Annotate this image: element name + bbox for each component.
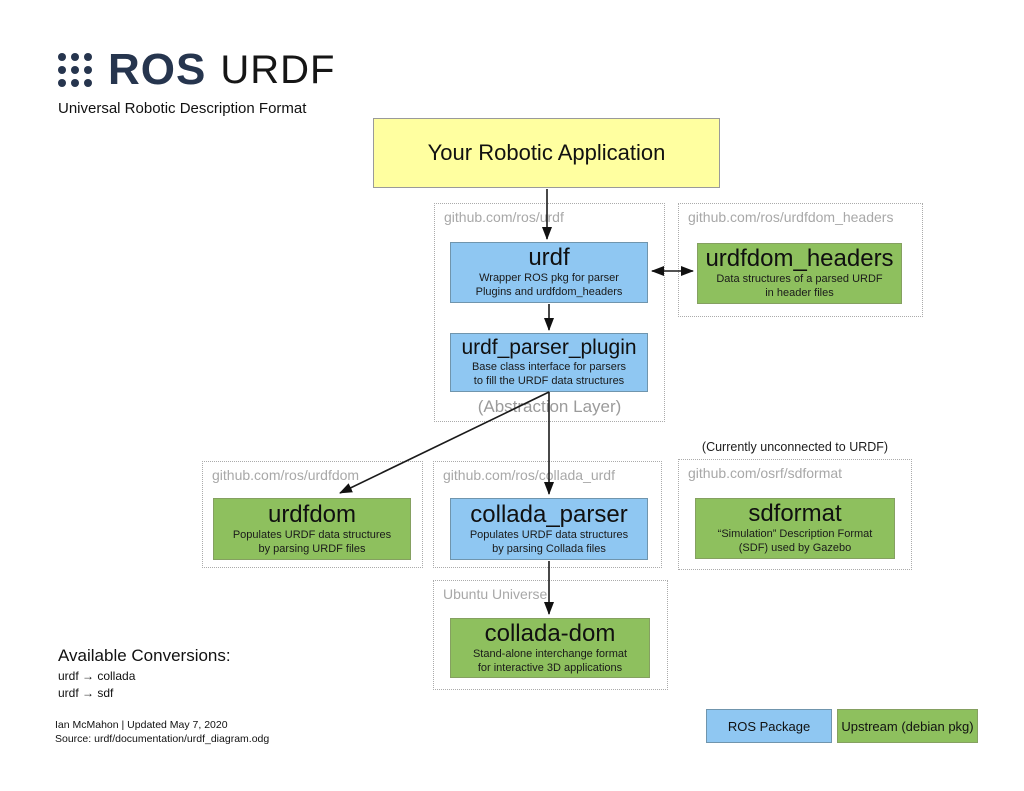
package-collada-parser: collada_parser Populates URDF data struc…	[450, 498, 648, 560]
group-label: Ubuntu Universe	[443, 586, 548, 602]
group-label: github.com/ros/urdf	[444, 209, 564, 225]
page-title: URDF	[220, 48, 336, 92]
page-subtitle: Universal Robotic Description Format	[58, 100, 307, 117]
package-desc: Data structures of a parsed URDF in head…	[716, 273, 883, 300]
package-title: urdf_parser_plugin	[461, 335, 637, 359]
package-title: urdfdom_headers	[705, 245, 894, 273]
package-title: collada-dom	[484, 619, 616, 647]
conversions-heading: Available Conversions:	[58, 646, 231, 665]
package-desc: “Simulation” Description Format (SDF) us…	[717, 528, 873, 555]
group-github-ros-urdfdom: github.com/ros/urdfdom	[202, 461, 423, 568]
group-label: github.com/ros/collada_urdf	[443, 467, 615, 483]
header: ROS URDF Universal Robotic Description F…	[58, 48, 335, 117]
legend-ros-package: ROS Package	[706, 709, 832, 743]
ros-logo-icon	[58, 53, 92, 87]
package-urdf: urdf Wrapper ROS pkg for parser Plugins …	[450, 242, 648, 303]
legend-label: Upstream (debian pkg)	[841, 718, 974, 734]
package-title: urdf	[528, 244, 570, 272]
footnote-source: Source: urdf/documentation/urdf_diagram.…	[55, 733, 270, 746]
package-desc: Stand-alone interchange format for inter…	[472, 647, 628, 674]
ros-logo-text: ROS	[108, 45, 207, 94]
footnote-author: Ian McMahon | Updated May 7, 2020	[55, 719, 228, 731]
package-urdfdom-headers: urdfdom_headers Data structures of a par…	[697, 243, 902, 304]
package-desc: Populates URDF data structures by parsin…	[232, 528, 392, 555]
package-urdf-parser-plugin: urdf_parser_plugin Base class interface …	[450, 333, 648, 392]
package-collada-dom: collada-dom Stand-alone interchange form…	[450, 618, 650, 678]
package-title: urdfdom	[267, 500, 357, 528]
package-desc: Base class interface for parsers to fill…	[471, 360, 627, 387]
legend-upstream: Upstream (debian pkg)	[837, 709, 978, 743]
available-conversions: Available Conversions: urdf → collada ur…	[58, 646, 231, 700]
group-github-ros-urdfdom-headers: github.com/ros/urdfdom_headers	[678, 203, 923, 317]
group-label: github.com/ros/urdfdom	[212, 467, 360, 483]
package-sdformat: sdformat “Simulation” Description Format…	[695, 498, 895, 559]
unconnected-note: (Currently unconnected to URDF)	[701, 440, 889, 454]
package-desc: Wrapper ROS pkg for parser Plugins and u…	[475, 272, 623, 299]
your-robotic-application-box: Your Robotic Application	[373, 118, 720, 188]
group-github-osrf-sdformat: github.com/osrf/sdformat	[678, 459, 912, 570]
legend-label: ROS Package	[727, 718, 811, 734]
group-ubuntu-universe: Ubuntu Universe	[433, 580, 668, 690]
package-urdfdom: urdfdom Populates URDF data structures b…	[213, 498, 411, 560]
group-label: github.com/ros/urdfdom_headers	[688, 209, 894, 225]
conversion-item: urdf → collada	[58, 669, 136, 683]
app-box-label: Your Robotic Application	[427, 140, 666, 165]
abstraction-layer-note: (Abstraction Layer)	[477, 397, 622, 416]
package-title: collada_parser	[470, 500, 628, 528]
package-desc: Populates URDF data structures by parsin…	[469, 528, 629, 555]
group-label: github.com/osrf/sdformat	[688, 465, 843, 481]
package-title: sdformat	[748, 500, 842, 528]
conversion-item: urdf → sdf	[58, 686, 114, 700]
footnote: Ian McMahon | Updated May 7, 2020 Source…	[55, 718, 269, 746]
